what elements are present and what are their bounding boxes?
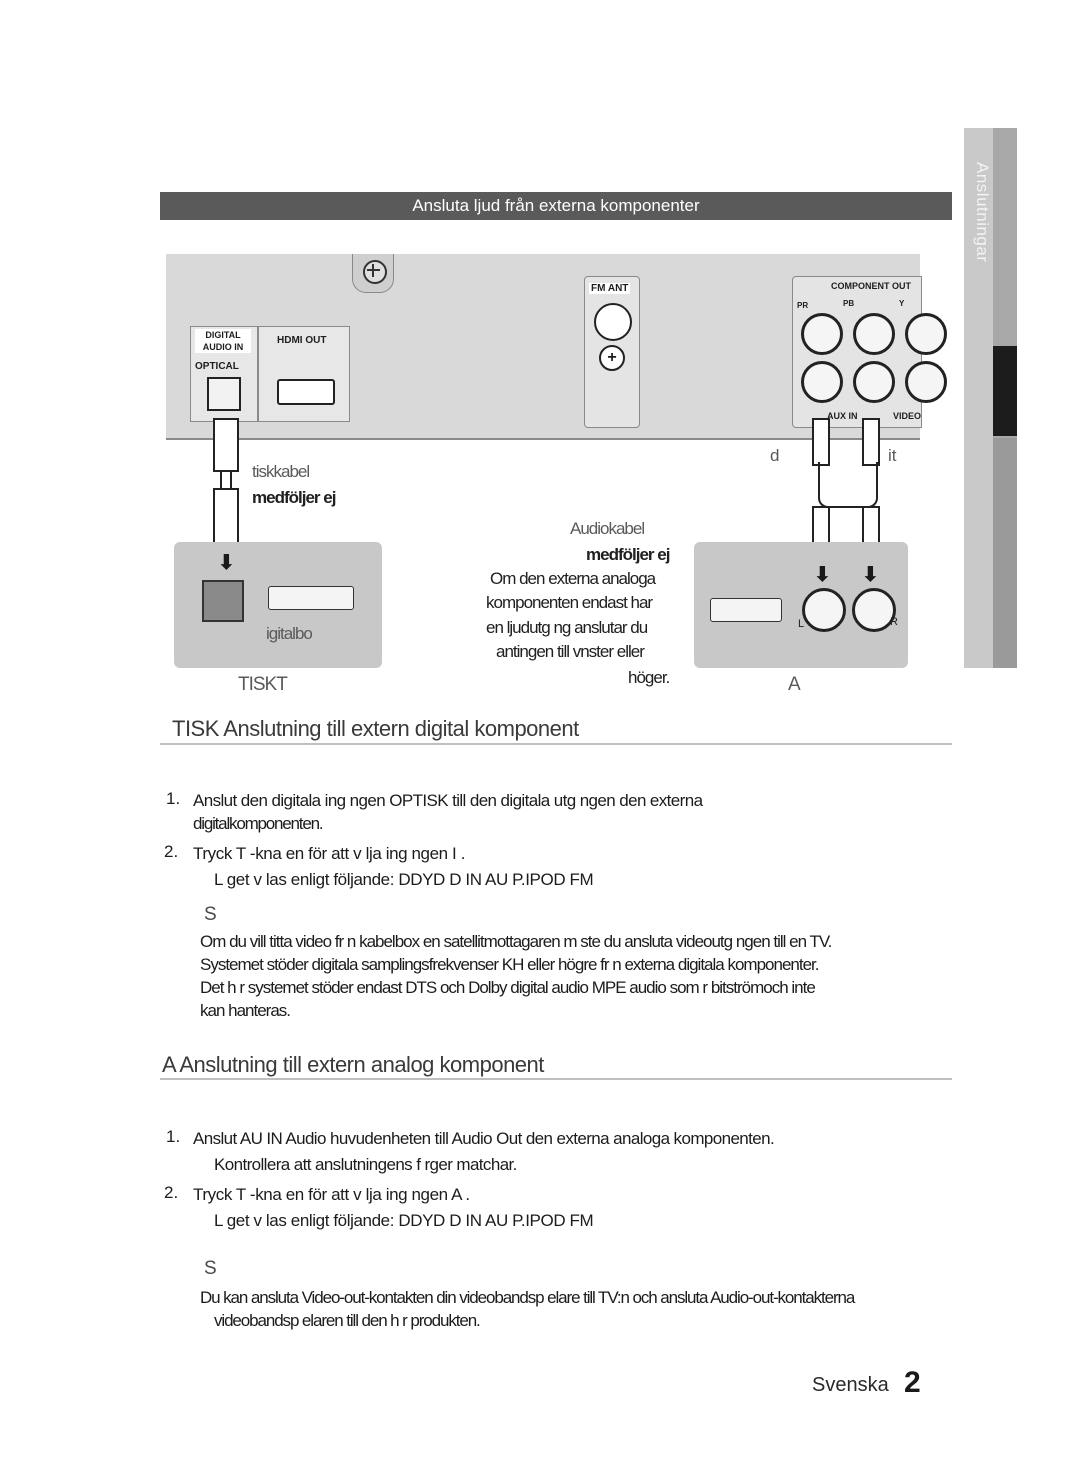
analog-step-1-num: 1.: [166, 1127, 181, 1146]
audio-note-1: Om den externa analoga: [490, 569, 656, 588]
optisk-note-3: Det h r systemet stöder endast DTS och D…: [200, 978, 816, 997]
red-label: d: [770, 446, 780, 465]
optisk-step-1-line2: digitalkomponenten.: [193, 814, 324, 833]
digital-audio-in-label: DIGITAL AUDIO IN: [195, 329, 251, 353]
audio-note-2: komponenten endast har: [486, 593, 653, 612]
vcr-icon: [710, 598, 782, 622]
analog-note-1: Du kan ansluta Video-out-kontakten din v…: [200, 1288, 855, 1307]
screw-icon: [352, 254, 394, 293]
audio-note-4: antingen till vnster eller: [496, 642, 645, 661]
digital-device-box: ⬇ igitalbo: [174, 542, 382, 668]
page-number: 2: [904, 1366, 921, 1399]
audio-jack-l: [802, 588, 846, 632]
pr-label: PR: [797, 301, 809, 310]
audio-cable: [818, 462, 878, 508]
analog-step-1-line2: Kontrollera att anslutningens f rger mat…: [214, 1155, 517, 1174]
section-title-bar: Ansluta ljud från externa komponenter: [160, 192, 952, 220]
audio-note-5: höger.: [628, 668, 670, 687]
optisk-rule: [160, 743, 952, 745]
hdmi-out-box: HDMI OUT: [258, 326, 350, 422]
optisk-step-1-num: 1.: [166, 789, 181, 808]
aux-in-label: AUX IN: [827, 411, 858, 421]
optisk-note-1: Om du vill titta video fr n kabelbox en …: [200, 932, 832, 951]
analog-step-2-line1: Tryck T -kna en för att v lja ing ngen A…: [193, 1185, 470, 1204]
component-jack: [801, 313, 843, 355]
plus-icon: +: [599, 345, 625, 371]
optical-label: OPTICAL: [195, 361, 239, 372]
down-arrow-icon: ⬇: [814, 564, 831, 586]
analog-step-1-line1: Anslut AU IN Audio huvudenheten till Aud…: [193, 1129, 775, 1148]
audio-plug-right: [862, 418, 880, 466]
r-label: R: [890, 616, 898, 628]
component-out-box: COMPONENT OUT PR PB Y AUX IN VIDEO: [792, 276, 947, 428]
analog-rule: [160, 1078, 952, 1080]
hdmi-port: [277, 379, 335, 405]
analog-heading: A Anslutning till extern analog komponen…: [162, 1052, 544, 1077]
optical-cable-label: tiskkabel: [252, 462, 310, 481]
fm-ant-box: FM ANT +: [584, 276, 640, 428]
audio-cable-note: medföljer ej: [586, 545, 670, 564]
optical-plug-bottom: [213, 488, 239, 544]
chapter-label: Anslutningar: [973, 162, 992, 263]
optical-cable-note: medföljer ej: [252, 488, 336, 507]
digital-box-label: igitalbo: [266, 624, 313, 643]
dvd-player-icon: [268, 586, 354, 610]
optisk-step-1-line1: Anslut den digitala ing ngen OPTISK till…: [193, 791, 703, 810]
video-label: VIDEO: [893, 411, 922, 421]
analog-note-marker: S: [204, 1258, 217, 1279]
aux-label: A: [788, 674, 801, 695]
audio-jack-r: [852, 588, 896, 632]
down-arrow-icon: ⬇: [862, 564, 879, 586]
white-label: it: [888, 446, 897, 465]
optisk-note-2: Systemet stöder digitala samplingsfrekve…: [200, 955, 819, 974]
component-out-label: COMPONENT OUT: [831, 281, 911, 291]
optisk-note-marker: S: [204, 904, 217, 925]
audio-note-3: en ljudutg ng anslutar du: [486, 618, 648, 637]
optisk-note-4: kan hanteras.: [200, 1001, 291, 1020]
section-title: Ansluta ljud från externa komponenter: [412, 196, 700, 215]
analog-note-2: videobandsp elaren till den h r produkte…: [214, 1311, 481, 1330]
digital-audio-in-box: DIGITAL AUDIO IN OPTICAL: [190, 326, 258, 422]
aux-jack: [853, 361, 895, 403]
fm-ant-label: FM ANT: [589, 283, 631, 294]
pb-label: PB: [843, 299, 855, 308]
video-jack: [905, 361, 947, 403]
optical-port: [207, 377, 241, 411]
optisk-step-2-line2: L get v las enligt följande: DDYD D IN A…: [214, 870, 594, 889]
optisk-label: TISKT: [238, 674, 288, 695]
optisk-step-2-line1: Tryck T -kna en för att v lja ing ngen I…: [193, 844, 466, 863]
hdmi-out-label: HDMI OUT: [277, 335, 327, 346]
component-jack: [905, 313, 947, 355]
down-arrow-icon: ⬇: [218, 552, 235, 574]
l-label: L: [798, 618, 805, 630]
component-jack: [853, 313, 895, 355]
optical-socket: [202, 580, 244, 622]
y-label: Y: [899, 299, 905, 308]
footer-language: Svenska: [812, 1374, 889, 1396]
analog-step-2-line2: L get v las enligt följande: DDYD D IN A…: [214, 1211, 594, 1230]
chapter-side-tab: Anslutningar: [964, 128, 1017, 668]
analog-step-2-num: 2.: [164, 1183, 179, 1202]
fm-ant-port: [594, 303, 632, 341]
audio-cable-label: Audiokabel: [570, 519, 645, 538]
optical-plug-top: [213, 418, 239, 472]
audio-plug-left: [812, 418, 830, 466]
aux-jack: [801, 361, 843, 403]
analog-device-box: ⬇ ⬇ L R: [694, 542, 908, 668]
optisk-heading: TISK Anslutning till extern digital komp…: [172, 716, 579, 741]
optisk-step-2-num: 2.: [164, 842, 179, 861]
